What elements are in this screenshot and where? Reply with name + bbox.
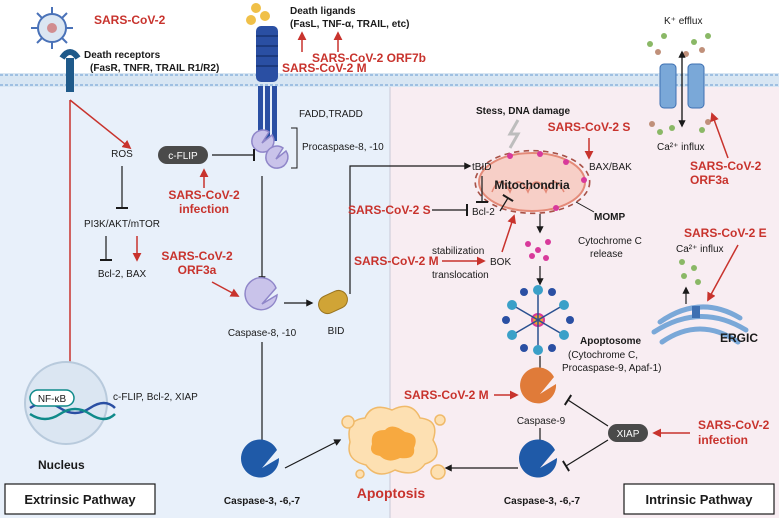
- caspase-3-left-label: Caspase-3, -6,-7: [224, 496, 301, 507]
- death-ligands-list: (FasL, TNF-α, TRAIL, etc): [290, 19, 409, 30]
- ros-label: ROS: [111, 149, 133, 160]
- procaspase-8-icon: [251, 129, 289, 169]
- apoptosome-icon: [502, 285, 574, 355]
- orf3a-right-label-1: SARS-CoV-2: [690, 159, 762, 173]
- translocation-label: translocation: [432, 270, 489, 281]
- m-protein-bottom-label: SARS-CoV-2 M: [404, 388, 489, 402]
- c-flip-node: [158, 146, 208, 164]
- caspase-3-left-icon: [241, 439, 280, 478]
- caspase-3-right-icon: [519, 439, 558, 478]
- caspase-3-right-label: Caspase-3, -6,-7: [504, 496, 581, 507]
- ergic-label: ERGIC: [720, 331, 758, 345]
- bid-icon: [318, 289, 348, 315]
- ca-influx-ergic-label: Ca²⁺ influx: [676, 244, 724, 255]
- m-protein-mid-label: SARS-CoV-2 M: [354, 254, 439, 268]
- death-receptors-list: (FasR, TNFR, TRAIL R1/R2): [90, 63, 219, 74]
- death-receptor-icon: [246, 3, 278, 141]
- momp-label: MOMP: [594, 212, 625, 223]
- caspase-9-label: Caspase-9: [517, 416, 566, 427]
- nf-kb-targets-label: c-FLIP, Bcl-2, XIAP: [113, 392, 198, 403]
- extrinsic-pathway-box: [4, 483, 156, 515]
- infection-left-label-1: SARS-CoV-2: [168, 188, 240, 202]
- bcl2-label: Bcl-2: [472, 207, 495, 218]
- death-ligands-label: Death ligands: [290, 6, 356, 17]
- apoptotic-cell-icon: [341, 405, 446, 480]
- caspase-9-icon: [520, 367, 557, 404]
- apoptosis-label: Apoptosis: [357, 485, 426, 501]
- k-ions-icon: [647, 33, 711, 47]
- lightning-icon: [507, 119, 521, 149]
- s-protein-mid-label: SARS-CoV-2 S: [348, 203, 431, 217]
- apoptosome-desc-1: (Cytochrome C,: [568, 350, 638, 361]
- orf3a-right-label-2: ORF3a: [690, 173, 729, 187]
- intrinsic-pathway-box: [623, 483, 775, 515]
- s-protein-top-label: SARS-CoV-2 S: [548, 120, 631, 134]
- ca-influx-top-label: Ca²⁺ influx: [657, 142, 705, 153]
- caspase-8-label: Caspase-8, -10: [228, 328, 297, 339]
- k-efflux-label: K⁺ efflux: [664, 16, 702, 27]
- nucleus-label: Nucleus: [38, 458, 85, 472]
- nf-kb-node: [29, 389, 75, 407]
- orf3a-left-label-1: SARS-CoV-2: [161, 249, 233, 263]
- caspase-8-icon: [244, 276, 278, 311]
- death-receptors-label: Death receptors: [84, 50, 161, 61]
- bok-label: BOK: [490, 257, 511, 268]
- virus-label: SARS-CoV-2: [94, 13, 166, 27]
- bid-label: BID: [328, 326, 345, 337]
- e-protein-label: SARS-CoV-2 E: [684, 226, 767, 240]
- infection-left-label-2: infection: [179, 202, 229, 216]
- apoptosome-label: Apoptosome: [580, 336, 642, 347]
- stress-label: Stess, DNA damage: [476, 106, 571, 117]
- procaspase-8-label: Procaspase-8, -10: [302, 142, 384, 153]
- virus-icon: [31, 7, 73, 49]
- infection-right-label-2: infection: [698, 433, 748, 447]
- fadd-tradd-label: FADD,TRADD: [299, 109, 363, 120]
- c-flip-label: c-FLIP: [168, 151, 198, 162]
- cytochrome-c-label-2: release: [590, 249, 623, 260]
- tbid-label: tBID: [472, 162, 491, 173]
- orf7b-label: SARS-CoV-2 ORF7b: [312, 51, 426, 65]
- bax-bak-label: BAX/BAK: [589, 162, 632, 173]
- intrinsic-background: [390, 80, 779, 518]
- intrinsic-pathway-label: Intrinsic Pathway: [646, 492, 754, 507]
- m-protein-top-label: SARS-CoV-2 M: [282, 61, 367, 75]
- cytochrome-c-label-1: Cytochrome C: [578, 236, 642, 247]
- orf3a-left-label-2: ORF3a: [178, 263, 217, 277]
- mitochondria-label: Mitochondria: [494, 178, 570, 192]
- xiap-label: XIAP: [617, 429, 640, 440]
- extrinsic-pathway-label: Extrinsic Pathway: [24, 492, 136, 507]
- bcl2-bax-label: Bcl-2, BAX: [98, 269, 147, 280]
- ion-channel-icon: [659, 63, 705, 109]
- receptor-icon: [59, 49, 81, 92]
- apoptosome-desc-2: Procaspase-9, Apaf-1): [562, 363, 662, 374]
- infection-right-label-1: SARS-CoV-2: [698, 418, 770, 432]
- xiap-node: [608, 424, 648, 442]
- cytochrome-c-icon: [525, 239, 551, 261]
- nf-kb-label: NF-κB: [38, 394, 67, 405]
- pi3k-label: PI3K/AKT/mTOR: [84, 219, 160, 230]
- cell-membrane: [0, 73, 779, 87]
- stabilization-label: stabilization: [432, 246, 484, 257]
